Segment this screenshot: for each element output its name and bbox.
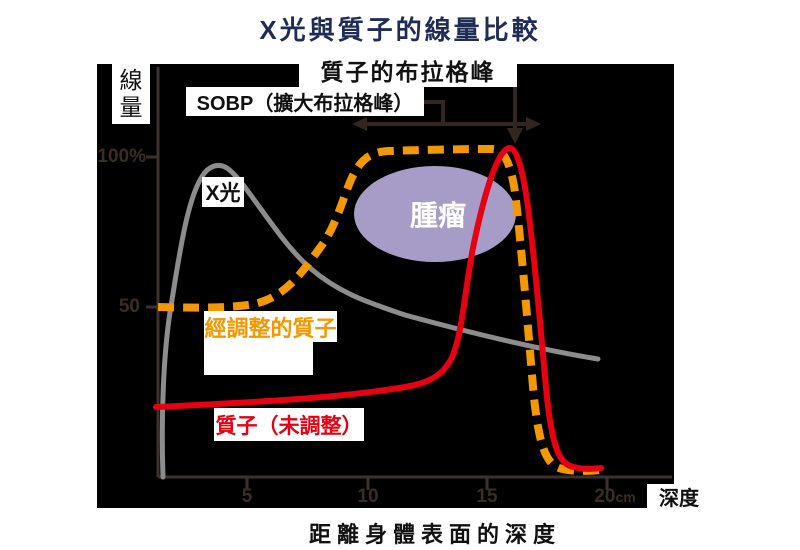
y-axis-label-text: 線量 bbox=[119, 67, 143, 120]
x-tick-label-20-unit: cm bbox=[615, 489, 636, 505]
sobp-width-arrowhead-right bbox=[526, 117, 541, 131]
sobp-annotation-text: SOBP（擴大布拉格峰） bbox=[196, 93, 414, 115]
sobp-curve bbox=[157, 144, 601, 475]
x-tick-label-20-number: 20 bbox=[594, 486, 616, 507]
bragg-peak-annotation-text: 質子的布拉格峰 bbox=[320, 58, 496, 85]
y-axis-label: 線量 bbox=[112, 64, 150, 124]
adjusted-proton-label-box bbox=[204, 342, 313, 375]
y-tick-label-100: 100% bbox=[97, 146, 146, 167]
x-tick-label-10: 10 bbox=[357, 486, 379, 507]
x-tick-label-20: 20cm bbox=[585, 486, 645, 508]
x-tick-label-5: 5 bbox=[241, 486, 253, 507]
sobp-annotation: SOBP（擴大布拉格峰） bbox=[186, 87, 424, 116]
sobp-width-arrowhead-left bbox=[352, 117, 367, 131]
raw-proton-series-label-text: 質子（未調整） bbox=[215, 414, 363, 438]
figure-caption: 距離身體表面的深度 bbox=[308, 522, 561, 547]
adjusted-proton-series-label: 經調整的質子 bbox=[204, 311, 337, 342]
x-axis-label: 深度 bbox=[647, 484, 711, 510]
adjusted-proton-series-label-text: 經調整的質子 bbox=[204, 315, 337, 341]
tumor-label: 腫瘤 bbox=[405, 197, 471, 231]
tumor-label-text: 腫瘤 bbox=[409, 200, 466, 231]
xray-series-label-text: X光 bbox=[205, 182, 241, 205]
page-title: X光與質子的線量比較 bbox=[259, 15, 541, 45]
bragg-peak-annotation: 質子的布拉格峰 bbox=[299, 52, 517, 87]
xray-series-label: X光 bbox=[202, 177, 244, 207]
y-tick-label-50: 50 bbox=[118, 296, 140, 317]
proton-curve bbox=[153, 145, 604, 472]
sobp-connector-line bbox=[423, 100, 445, 124]
bragg-pointer-arrowhead bbox=[507, 128, 523, 144]
raw-proton-series-label: 質子（未調整） bbox=[214, 408, 364, 441]
x-tick-label-15: 15 bbox=[476, 486, 498, 507]
plot-area bbox=[97, 64, 674, 508]
x-axis-label-text: 深度 bbox=[659, 488, 699, 510]
